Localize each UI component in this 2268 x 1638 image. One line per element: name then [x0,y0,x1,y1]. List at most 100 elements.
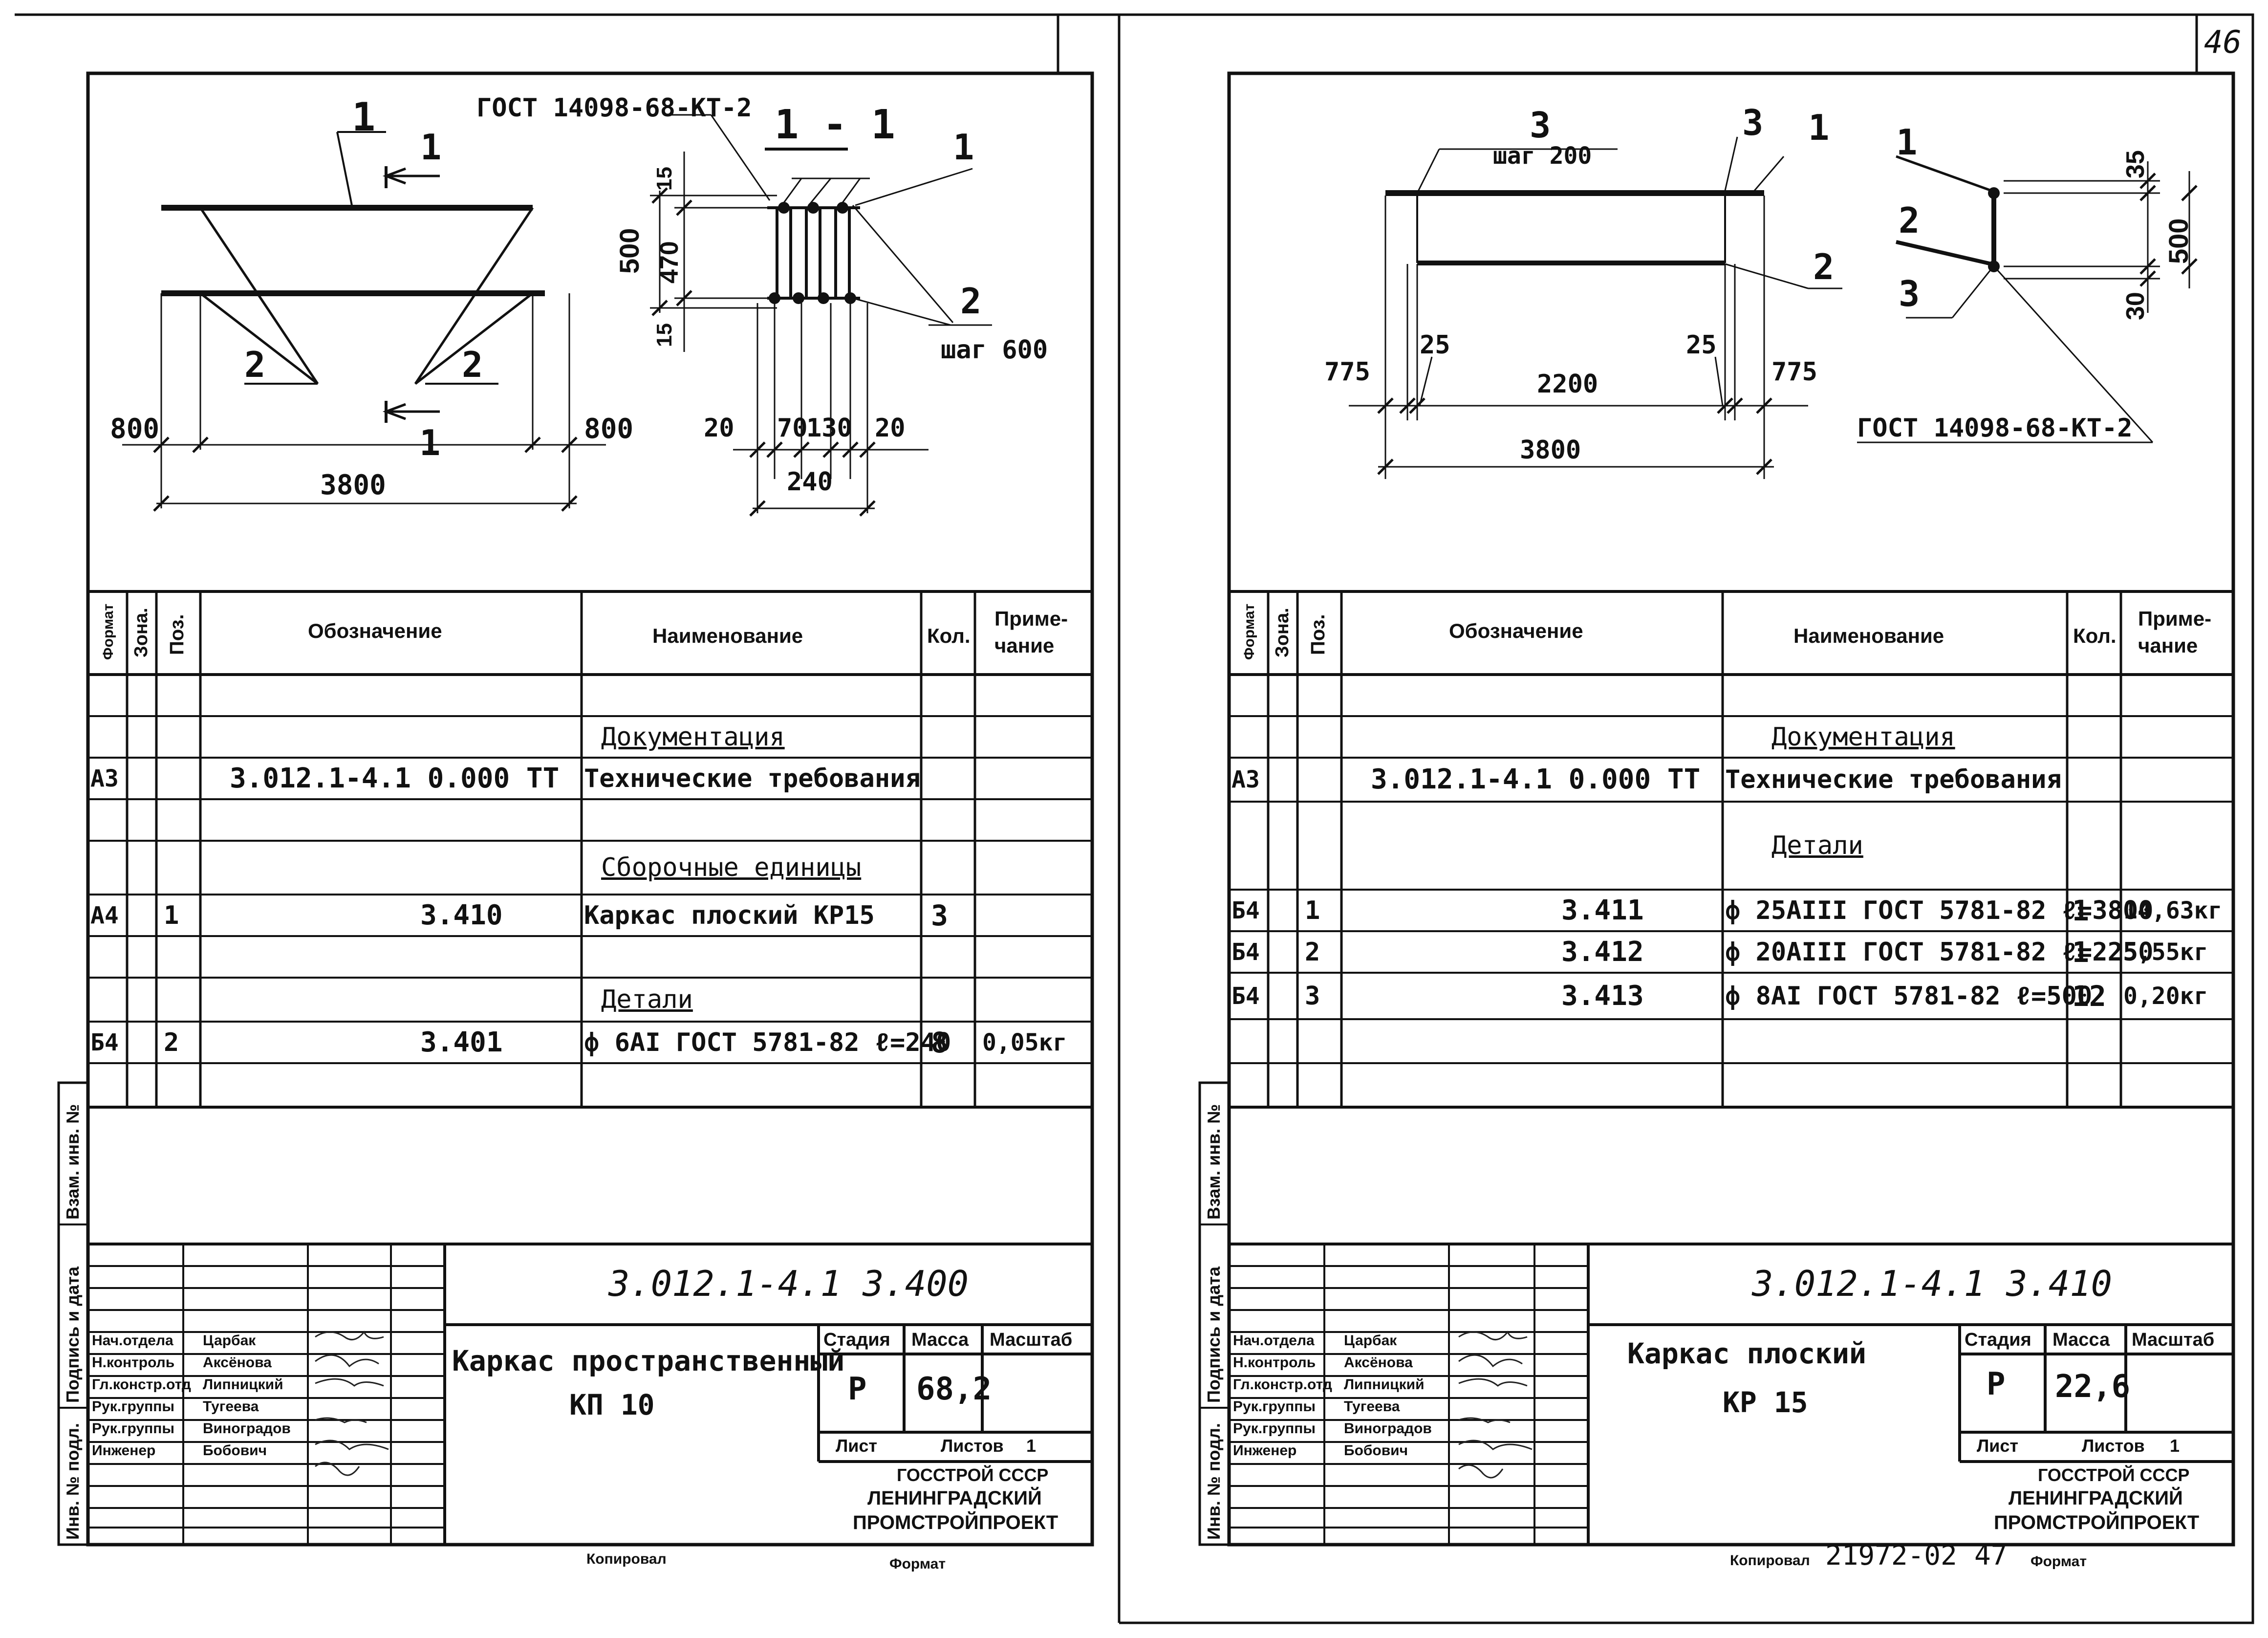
label-2-mid: 2 [462,344,483,385]
title-line-1: Каркас плоский [1627,1337,1866,1370]
role-title: Гл.констр.отд [92,1376,191,1393]
spec-cell-designation: 3.411 [1561,894,1644,926]
mass-value: 68,2 [916,1371,992,1407]
dim-70: 70 [777,414,808,443]
dim-25-left: 25 [1420,330,1450,360]
header-zone: Зона. [1272,608,1293,657]
spec-cell-designation: 3.412 [1561,936,1644,968]
header-note-2: чание [2138,634,2198,657]
spec-cell-format: А3 [1231,766,1260,793]
role-title: Нач.отдела [1233,1332,1315,1349]
dim-25-right: 25 [1686,330,1717,360]
title-line-2: КР 15 [1723,1386,1808,1419]
header-format: Формат [100,603,116,660]
spec-cell-name: ф 20АIII ГОСТ 5781-82 ℓ=2250 [1725,937,2154,967]
mass-value: 22,6 [2055,1369,2131,1405]
cut-label-bottom: 1 [419,422,441,463]
spec-cell-name: Каркас плоский КР15 [584,900,875,930]
label-2-mid: 2 [1813,246,1835,287]
spec-cell-pos: 1 [1305,895,1320,925]
side-label-vzam: Взам. инв. № [63,1104,83,1220]
header-designation: Обозначение [308,619,442,642]
dim-240: 240 [787,467,833,497]
role-title: Инженер [1233,1442,1297,1459]
side-label-vzam: Взам. инв. № [1204,1104,1224,1220]
label-3-right: 3 [1742,102,1764,143]
org-line-3: ПРОМСТРОЙПРОЕКТ [1994,1512,2200,1533]
label-2-right: 2 [960,281,982,322]
header-note-2: чание [994,634,1055,657]
spec-cell-format: Б4 [1231,982,1260,1010]
org-line-1: ГОССТРОЙ СССР [897,1465,1049,1485]
role-person: Царбак [1344,1332,1397,1349]
role-title: Рук.группы [1233,1420,1316,1437]
scale-label: Масштаб [2132,1330,2215,1350]
dim-130: 130 [806,414,852,443]
role-person: Липницкий [1344,1376,1425,1393]
scale-label: Масштаб [990,1330,1073,1350]
spec-cell-note: 5,55кг [2123,938,2208,966]
header-zone: Зона. [131,608,151,657]
spec-cell-note: 0,20кг [2123,982,2208,1010]
spec-cell-qty: 8 [931,1026,948,1059]
role-title: Гл.констр.отд [1233,1376,1332,1393]
step-label: шаг 600 [941,335,1048,365]
role-person: Аксёнова [1344,1354,1413,1371]
mass-label: Масса [911,1330,969,1350]
spec-cell-pos: 3 [1305,981,1320,1011]
spec-cell-name: Детали [601,985,693,1014]
dim-800-left: 800 [110,413,160,445]
dim-470: 470 [655,241,684,284]
side-label-inv: Инв. № подл. [1204,1423,1224,1540]
spec-cell-format: А4 [90,901,119,929]
dim-15-top: 15 [652,167,676,191]
role-person: Царбак [203,1332,256,1349]
side-label-inv: Инв. № подл. [63,1423,83,1540]
spec-cell-qty: 3 [931,898,948,932]
header-name: Наименование [1793,624,1944,647]
role-person: Виноградов [1344,1420,1432,1437]
label-1-top: 1 [352,94,376,140]
header-qty: Кол. [2073,624,2117,647]
dim-15-bottom: 15 [652,323,676,347]
title-line-2: КП 10 [569,1388,655,1421]
doc-code: 3.012.1-4.1 3.410 [1752,1263,2112,1304]
dim-2200: 2200 [1537,370,1598,399]
role-person: Тугеева [203,1398,259,1415]
cut-label-top: 1 [420,127,442,168]
spec-cell-note: 0,05кг [982,1028,1067,1056]
header-name: Наименование [652,624,803,647]
role-person: Бобович [203,1442,267,1459]
spec-cell-pos: 2 [164,1027,179,1057]
title-line-1: Каркас пространственный [452,1344,845,1377]
role-title: Рук.группы [92,1398,175,1415]
header-note-1: Приме- [994,607,1068,630]
role-title: Н.контроль [92,1354,175,1371]
doc-code: 3.012.1-4.1 3.400 [608,1263,969,1304]
spec-cell-name: Детали [1771,831,1863,860]
role-title: Нач.отдела [92,1332,173,1349]
dim-775-left: 775 [1324,357,1370,387]
side-label-podpis: Подпись и дата [1204,1267,1224,1403]
spec-cell-name: Технические требования [584,764,921,793]
role-person: Тугеева [1344,1398,1400,1415]
dim-800-right: 800 [584,413,634,445]
step-label: шаг 200 [1493,142,1592,170]
role-person: Виноградов [203,1420,291,1437]
spec-cell-format: Б4 [90,1028,119,1056]
label-3-left: 3 [1530,105,1551,146]
spec-cell-qty: 1 [2072,935,2089,969]
header-note-1: Приме- [2138,607,2212,630]
spec-cell-designation: 3.012.1-4.1 0.000 ТТ [1371,764,1701,795]
spec-cell-name: Документация [1771,722,1955,752]
dim-500: 500 [614,228,645,274]
stage-value: Р [848,1371,867,1407]
side-label-podpis: Подпись и дата [63,1267,83,1403]
gost-label: ГОСТ 14098-68-КТ-2 [1857,414,2133,443]
org-line-3: ПРОМСТРОЙПРОЕКТ [853,1512,1058,1533]
section-label-1: 1 [1896,122,1918,163]
spec-cell-designation: 3.413 [1561,980,1644,1012]
spec-cell-qty: 1 [2072,894,2089,927]
spec-cell-name: Документация [601,722,785,752]
